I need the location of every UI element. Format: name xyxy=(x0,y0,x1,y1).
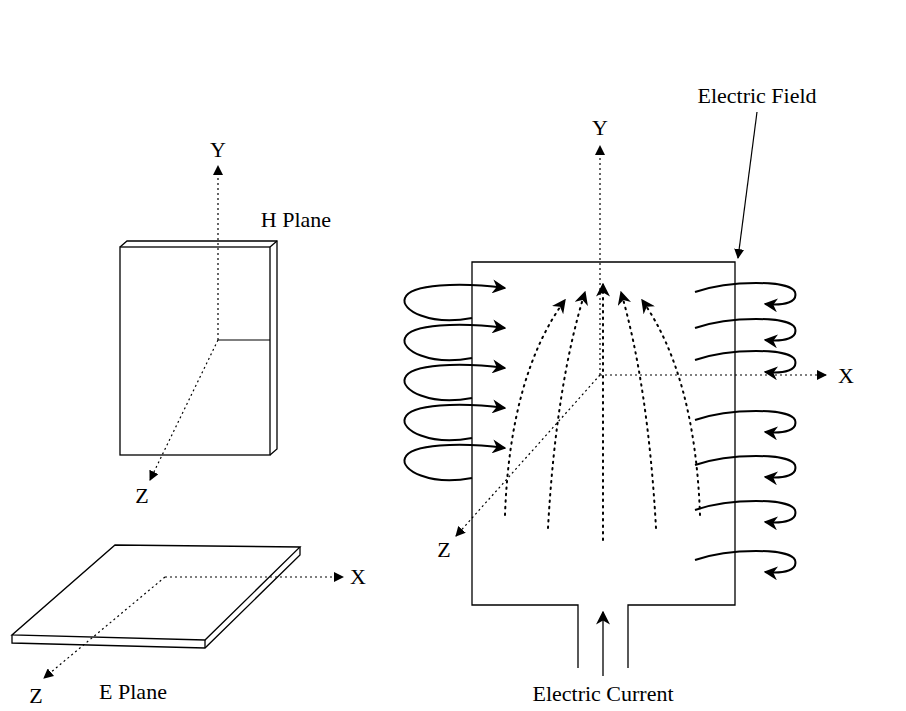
axis-label: Z xyxy=(27,684,44,708)
axis-label: X xyxy=(348,565,368,589)
current-arrow xyxy=(602,612,603,676)
e-plane-plate xyxy=(12,545,300,648)
plane-label: E Plane xyxy=(97,680,169,704)
axis-label: Y xyxy=(208,138,228,162)
axis-label: Z xyxy=(133,484,150,508)
current-lines xyxy=(505,284,700,540)
h-plane-slab xyxy=(120,241,277,455)
field-coils-right xyxy=(695,283,795,573)
axis-label: Z xyxy=(435,538,452,562)
axis-label: Y xyxy=(590,116,610,140)
plane-label: H Plane xyxy=(259,208,333,232)
antenna-axes xyxy=(456,146,826,536)
e-plane-axes xyxy=(44,577,343,678)
field-label: Electric Field xyxy=(695,84,818,108)
field-leader xyxy=(738,112,757,258)
current-label: Electric Current xyxy=(530,682,675,706)
field-coils-left xyxy=(404,285,505,480)
h-plane-edge xyxy=(218,339,270,340)
axis-label: X xyxy=(836,364,856,388)
h-plane-axes xyxy=(150,166,218,480)
